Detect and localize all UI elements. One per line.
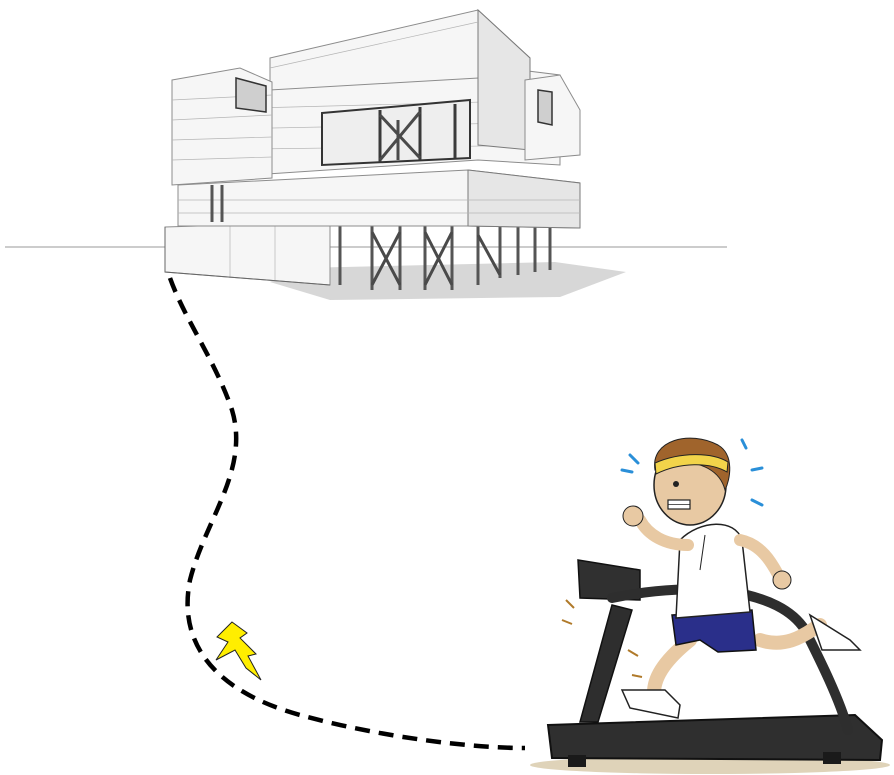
lightning-bolt-icon — [216, 622, 261, 680]
building-icon — [165, 10, 626, 300]
runner-on-treadmill-icon — [530, 438, 890, 774]
energy-cable — [170, 278, 525, 748]
